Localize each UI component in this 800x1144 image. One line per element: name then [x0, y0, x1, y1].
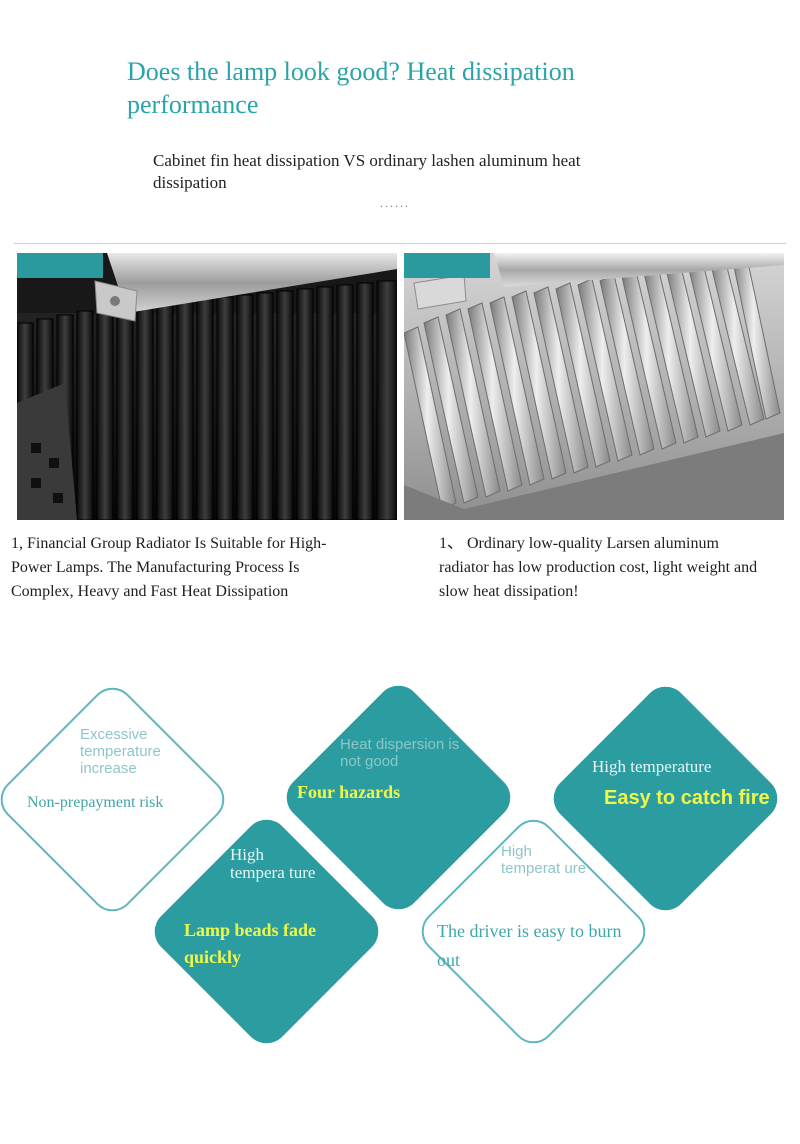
tile1-main-label: Non-prepayment risk [27, 794, 164, 811]
larsen-aluminum-radiator-illustration [404, 253, 784, 520]
tile2-top-label: Heat dispersion is not good [340, 736, 460, 770]
larsen-aluminum-radiator-photo [404, 253, 784, 520]
cabinet-fin-caption: 1, Financial Group Radiator Is Suitable … [11, 535, 327, 600]
tile4-main-label: Lamp beads fade quickly [184, 920, 317, 967]
tile4-top-label: High tempera ture [230, 845, 316, 882]
teal-corner-tab [404, 253, 490, 278]
tile3-main-label: Easy to catch fire [604, 787, 770, 809]
cabinet-fin-radiator-photo [17, 253, 397, 520]
page-subtitle: Cabinet fin heat dissipation VS ordinary… [153, 151, 581, 192]
tile2-main-label: Four hazards [297, 782, 401, 802]
tile5-main-label: The driver is easy to burn out [437, 921, 622, 970]
tile5-top-label: High temperat ure [501, 843, 587, 877]
teal-corner-tab [17, 253, 103, 278]
ellipsis-dots: ...... [380, 196, 410, 210]
page-title: Does the lamp look good? Heat dissipatio… [127, 57, 575, 119]
larsen-radiator-caption: 1、 Ordinary low-quality Larsen aluminum … [439, 535, 758, 600]
cabinet-fin-radiator-illustration [17, 253, 397, 520]
divider-line [14, 243, 786, 244]
tile3-top-label: High temperature [592, 757, 712, 776]
tile1-top-label: Excessive temperature increase [80, 726, 161, 777]
